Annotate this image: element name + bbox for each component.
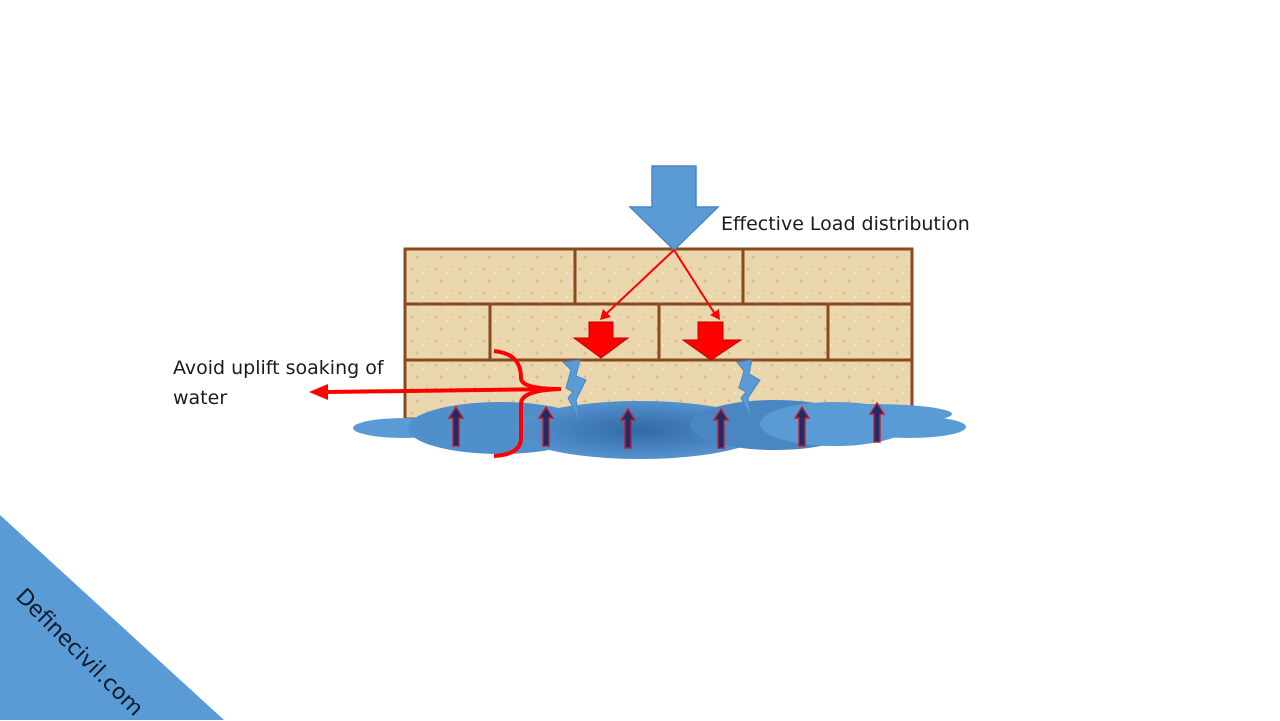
up-arrow-icon (868, 401, 886, 443)
uplift-label-line-1: Avoid uplift soaking of (173, 357, 384, 379)
up-arrow-icon (447, 405, 465, 447)
up-arrow-icon (537, 405, 555, 447)
load-distribution-lines (600, 249, 720, 320)
avoid-arrow (309, 384, 561, 400)
load-distribution-label: Effective Load distribution (721, 213, 970, 235)
uplift-arrows (447, 401, 886, 449)
corner-triangle (0, 515, 224, 720)
lightning-icon (561, 359, 587, 423)
down-arrow-icon (572, 321, 630, 359)
brace-icon (493, 349, 562, 458)
up-arrow-icon (793, 405, 811, 447)
down-arrow-icon (628, 165, 720, 252)
brick-wall (403, 247, 914, 421)
down-arrow-icon (681, 321, 743, 361)
up-arrow-icon (619, 407, 637, 449)
uplift-label: Avoid uplift soaking of water (173, 353, 384, 413)
uplift-label-line-2: water (173, 387, 228, 409)
lightning-icon (736, 359, 761, 421)
up-arrow-icon (712, 407, 730, 449)
